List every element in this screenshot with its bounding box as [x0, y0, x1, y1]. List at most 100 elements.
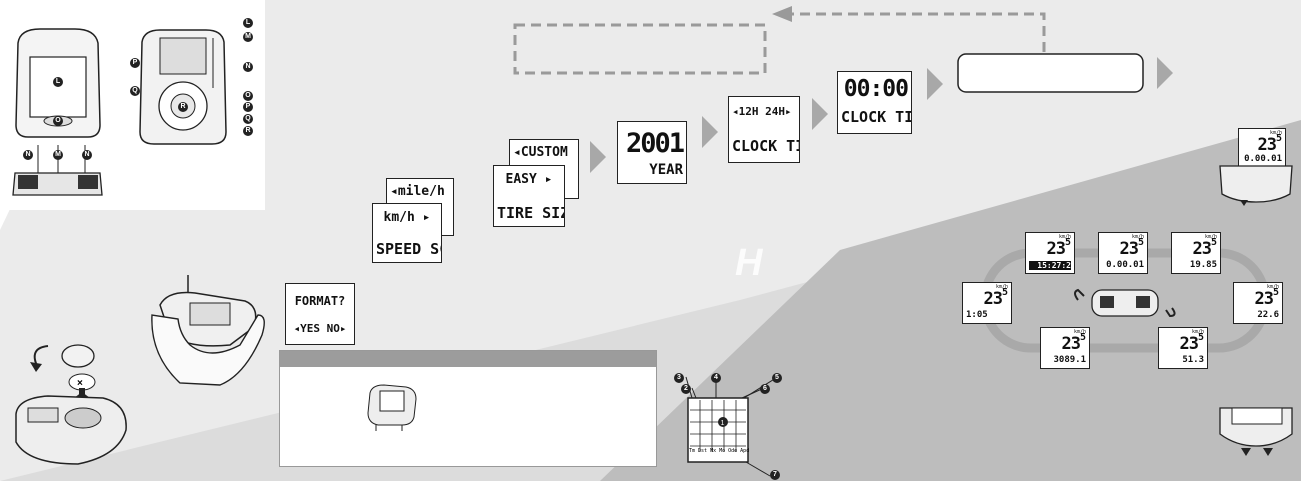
clock-time-label: CLOCK TI — [841, 108, 912, 126]
speed-digits: 23 — [1179, 334, 1199, 354]
unit-label: km/h — [1269, 130, 1282, 136]
callout-Q: Q — [130, 86, 140, 96]
mode-cycle-device — [1074, 288, 1176, 318]
flow-arrow-4 — [927, 68, 943, 100]
mode-screen-clock: km/h 235 15:27:2 — [1025, 232, 1075, 274]
speed-decimal: 5 — [1137, 237, 1144, 248]
mode-screen-avg: km/h 235 19.85 — [1171, 232, 1221, 274]
clock-mode-text: 12H 24H — [738, 105, 785, 118]
speed-decimal: 5 — [1197, 332, 1204, 343]
mode-screen-left: km/h 235 1:05 — [962, 282, 1012, 324]
tire-easy-text: EASY — [505, 172, 537, 187]
flow-arrow-3 — [812, 98, 828, 130]
note-box — [279, 350, 657, 467]
mode-value: 22.6 — [1257, 310, 1279, 320]
clock-mode-label: CLOCK TI — [732, 137, 800, 155]
mode-screen-dst: km/h 235 51.3 — [1158, 327, 1208, 369]
callout-N-left: N — [23, 150, 33, 160]
unit-label: km/h — [1131, 234, 1144, 240]
speed-digits: 23 — [1192, 239, 1212, 259]
callout-4: 4 — [711, 373, 721, 383]
speed-digits: 23 — [1061, 334, 1081, 354]
battery-install-illustration: × — [15, 344, 127, 465]
speed-decimal: 5 — [1064, 237, 1071, 248]
callout-3: 3 — [674, 373, 684, 383]
mode-screen-odo: km/h 235 3089.1 — [1040, 327, 1090, 369]
speed-decimal: 5 — [1275, 133, 1282, 144]
mode-value: 51.3 — [1182, 355, 1204, 365]
legend-Q: Q — [243, 114, 253, 124]
svg-text:×: × — [77, 378, 83, 389]
lcd-segment-diagram: 1 — [685, 376, 777, 477]
corner-value: 0.00.01 — [1244, 154, 1282, 164]
note-device-icon — [367, 384, 417, 431]
clock-mode-display: ◂12H 24H▸ CLOCK TI — [728, 96, 800, 163]
mode-value: 0.00.01 — [1106, 260, 1144, 270]
callout-R: R — [178, 102, 188, 112]
callout-O: O — [53, 116, 63, 126]
legend-P: P — [243, 102, 253, 112]
unit-label: km/h — [995, 284, 1008, 290]
callout-5: 5 — [772, 373, 782, 383]
speed-km-text: km/h — [383, 210, 415, 225]
legend-L: L — [243, 18, 253, 28]
format-options: YES NO — [300, 322, 340, 335]
format-question: FORMAT? — [294, 294, 346, 308]
legend-M: M — [243, 32, 253, 42]
legend-N: N — [243, 62, 253, 72]
year-label: YEAR — [649, 162, 683, 178]
unit-label: km/h — [1058, 234, 1071, 240]
speed-decimal: 5 — [1272, 287, 1279, 298]
unit-label: km/h — [1191, 329, 1204, 335]
format-display: FORMAT? ◂YES NO▸ — [285, 283, 355, 345]
speed-decimal: 5 — [1210, 237, 1217, 248]
speed-digits: 23 — [1254, 289, 1274, 309]
speed-digits: 23 — [1046, 239, 1066, 259]
device-back-illustration — [139, 29, 227, 145]
callout-L: L — [53, 77, 63, 87]
svg-text:1: 1 — [721, 420, 725, 427]
hand-press-illustration — [151, 275, 265, 386]
legend-O: O — [243, 91, 253, 101]
mode-value: 15:27:2 — [1029, 261, 1071, 270]
svg-text:H: H — [735, 242, 764, 284]
callout-N-right: N — [82, 150, 92, 160]
speed-decimal: 5 — [1001, 287, 1008, 298]
speed-digits: 23 — [983, 289, 1003, 309]
mode-value: 19.85 — [1189, 260, 1217, 270]
speed-digits: 23 — [1257, 135, 1277, 155]
callout-P: P — [130, 58, 140, 68]
mode-screen-right: km/h 235 22.6 — [1233, 282, 1283, 324]
clock-time-value: 00:00 — [843, 76, 909, 102]
mode-screen-time: km/h 235 0.00.01 — [1098, 232, 1148, 274]
speed-scale-label: SPEED SC — [376, 240, 442, 258]
device-front-illustration — [12, 28, 103, 196]
year-display: 2001 YEAR — [617, 121, 687, 184]
corner-screen: km/h 235 0.00.01 — [1238, 128, 1286, 168]
tire-size-label: TIRE SIZ — [497, 204, 565, 222]
clock-time-display: 00:00 CLOCK TI — [837, 71, 912, 134]
year-value: 2001 — [625, 128, 685, 159]
tire-custom-text: CUSTOM — [520, 145, 568, 160]
bottom-right-device — [1219, 407, 1293, 456]
unit-label: km/h — [1266, 284, 1279, 290]
note-box-header — [280, 351, 656, 367]
unit-label: km/h — [1073, 329, 1086, 335]
callout-7: 7 — [770, 470, 780, 480]
lcd-diagram-footer: Tm Dst Mx Mo Ode Apd — [689, 448, 750, 454]
callout-6: 6 — [760, 384, 770, 394]
speed-km-display: km/h ▸ SPEED SC — [372, 203, 442, 263]
speed-digits: 23 — [1119, 239, 1139, 259]
callout-M: M — [53, 150, 63, 160]
mode-value: 3089.1 — [1053, 355, 1086, 365]
unit-label: km/h — [1204, 234, 1217, 240]
tire-easy-display: EASY ▸ TIRE SIZ — [493, 165, 565, 227]
speed-decimal: 5 — [1079, 332, 1086, 343]
flow-arrow-5 — [1157, 57, 1173, 89]
flow-arrow-1 — [590, 141, 606, 173]
mode-value: 1:05 — [966, 310, 988, 320]
flow-arrow-2 — [702, 116, 718, 148]
corner-device-base — [1219, 165, 1293, 206]
speed-mile-text: mile/h — [397, 184, 445, 199]
legend-R: R — [243, 126, 253, 136]
